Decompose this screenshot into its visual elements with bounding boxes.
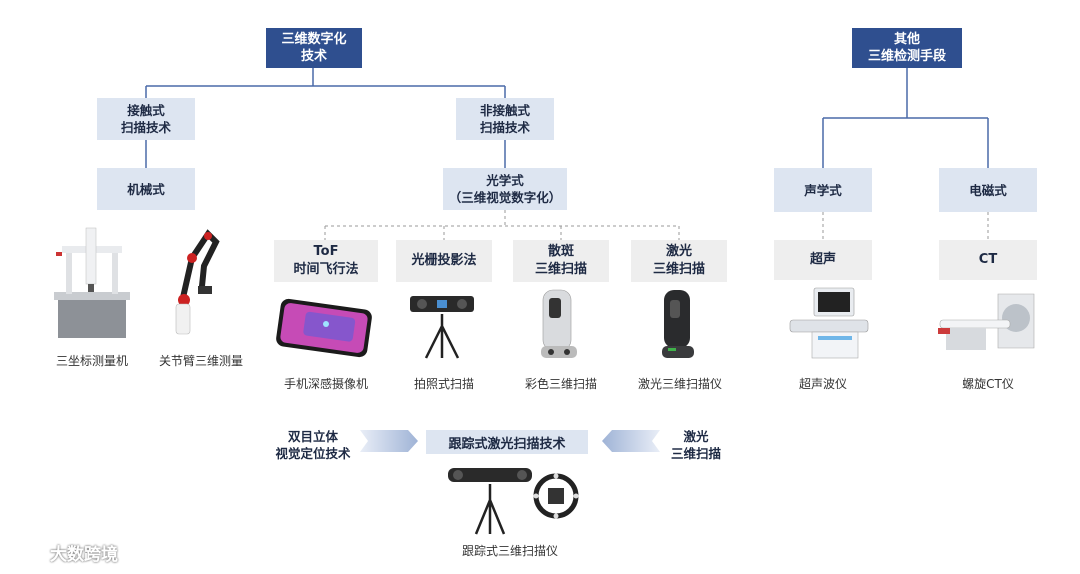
mechanical-node: 机械式 — [97, 168, 195, 210]
laser-3d-scanner-icon — [662, 290, 694, 358]
phone-depth-camera-icon — [276, 298, 372, 358]
tracking-scanner-icon — [448, 468, 579, 535]
arrow-left — [602, 430, 660, 452]
method-tof: ToF 时间飞行法 — [274, 240, 378, 282]
caption-tracking-scanner: 跟踪式三维扫描仪 — [461, 544, 558, 558]
binocular-vision-label: 双目立体 视觉定位技术 — [275, 429, 351, 461]
laser-scan-label: 激光 三维扫描 — [670, 429, 721, 461]
photo-scanner-tripod-icon — [410, 296, 474, 359]
articulated-arm-icon — [175, 229, 220, 335]
caption-phone-camera: 手机深感摄像机 — [283, 377, 368, 391]
caption-photo-scan: 拍照式扫描 — [413, 377, 474, 391]
method-grating-projection: 光栅投影法 — [396, 240, 492, 282]
caption-articulated-arm: 关节臂三维测量 — [158, 354, 243, 368]
caption-laser-scanner: 激光三维扫描仪 — [637, 377, 722, 391]
other-methods-node: 其他 三维检测手段 — [852, 28, 962, 68]
ultrasound-machine-icon — [789, 287, 869, 359]
method-ct: CT — [939, 240, 1037, 280]
method-speckle: 散斑 三维扫描 — [513, 240, 609, 282]
contact-scan-node: 接触式 扫描技术 — [97, 98, 195, 140]
caption-color-scan: 彩色三维扫描 — [524, 377, 597, 391]
watermark: 大数跨境 — [8, 540, 118, 565]
method-laser: 激光 三维扫描 — [631, 240, 727, 282]
ct-scanner-icon — [938, 293, 1035, 350]
electromagnetic-node: 电磁式 — [939, 168, 1037, 212]
watermark-logo-icon — [9, 544, 43, 560]
caption-ct: 螺旋CT仪 — [962, 377, 1014, 391]
acoustic-node: 声学式 — [774, 168, 872, 212]
tracking-laser-node: 跟踪式激光扫描技术 — [426, 430, 588, 454]
arrow-right — [360, 430, 418, 452]
method-ultrasound: 超声 — [774, 240, 872, 280]
color-3d-scanner-icon — [541, 289, 577, 358]
caption-cmm: 三坐标测量机 — [55, 354, 128, 368]
noncontact-scan-node: 非接触式 扫描技术 — [456, 98, 554, 140]
root-node: 三维数字化 技术 — [266, 28, 362, 68]
optical-node: 光学式 （三维视觉数字化） — [443, 168, 567, 210]
caption-ultrasound: 超声波仪 — [798, 377, 847, 391]
watermark-text: 大数跨境 — [50, 545, 118, 565]
cmm-machine-icon — [54, 227, 130, 338]
